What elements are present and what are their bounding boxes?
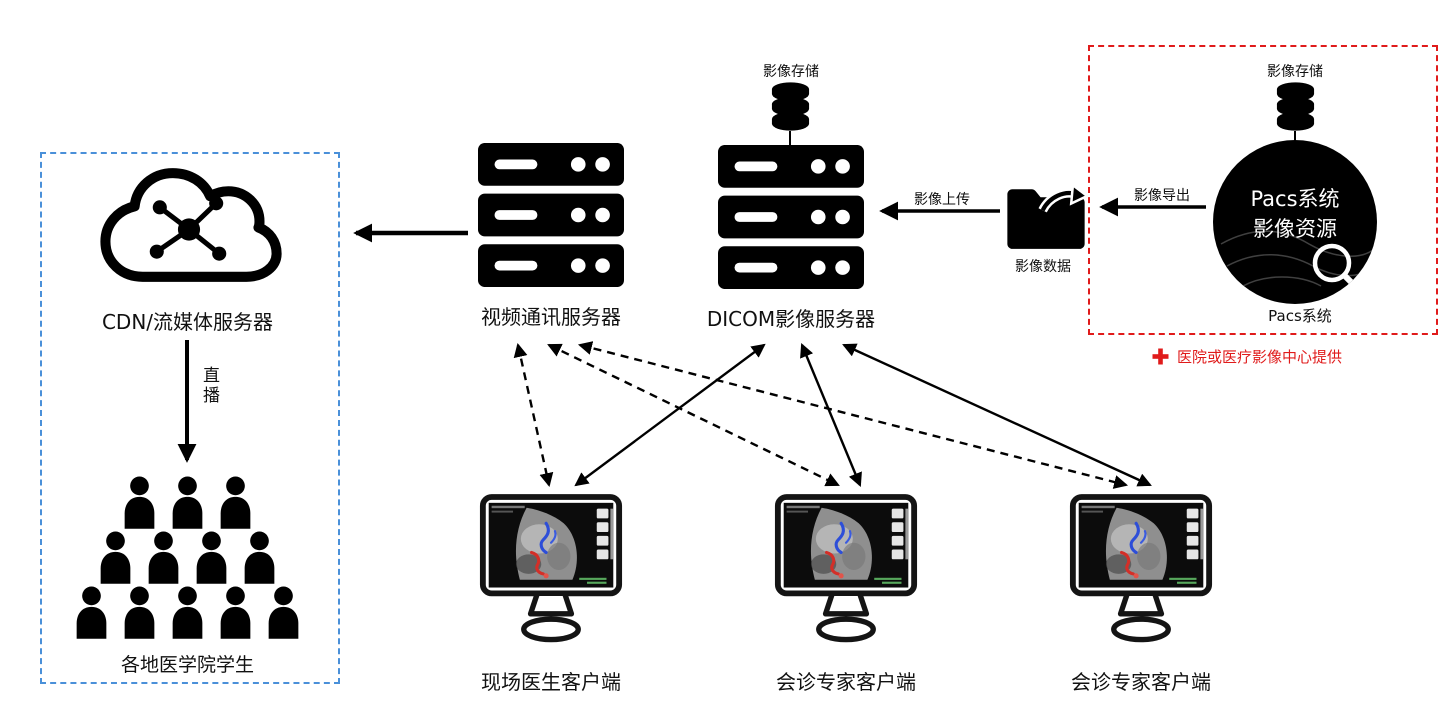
dicom-server-icon (718, 143, 864, 291)
pacs-note-text: 医院或医疗影像中心提供 (1177, 348, 1343, 366)
magnifier-icon (1312, 243, 1362, 293)
pacs-note: 医院或医疗影像中心提供 (1152, 346, 1342, 367)
pacs-storage-label: 影像存储 (1267, 64, 1323, 80)
dicom-server-label: DICOM影像服务器 (706, 307, 876, 331)
client-monitor-icon-2 (773, 492, 919, 648)
export-arrow-label: 影像导出 (1134, 188, 1190, 204)
students-crowd-icon (76, 476, 299, 639)
pacs-circle-subtitle: 影像资源 (1253, 217, 1337, 241)
client-label-1: 现场医生客户端 (481, 670, 621, 694)
students-label: 各地医学院学生 (120, 654, 254, 676)
dicom-storage-label: 影像存储 (763, 64, 819, 80)
client-monitor-icon-1 (478, 492, 624, 648)
client-label-2: 会诊专家客户端 (776, 670, 916, 694)
dicom-storage-icon (768, 80, 813, 132)
client-monitor-icon-3 (1068, 492, 1214, 648)
video-server-icon (478, 141, 624, 289)
image-data-folder-icon (1007, 182, 1088, 249)
pacs-system-circle: Pacs系统 影像资源 (1213, 140, 1377, 304)
pacs-circle-title: Pacs系统 (1250, 187, 1340, 211)
pacs-caption: Pacs系统 (1268, 307, 1332, 325)
plus-icon (1152, 348, 1169, 365)
upload-arrow-label: 影像上传 (914, 192, 970, 208)
cdn-cloud-icon (100, 168, 282, 282)
client-label-3: 会诊专家客户端 (1071, 670, 1211, 694)
pacs-storage-icon (1273, 80, 1318, 132)
image-data-label: 影像数据 (1015, 259, 1071, 275)
cdn-group-box (40, 152, 340, 684)
cdn-label: CDN/流媒体服务器 (101, 310, 274, 334)
pacs-group-box (1088, 45, 1438, 335)
live-label: 直播 (199, 366, 219, 406)
video-server-label: 视频通讯服务器 (481, 305, 621, 329)
pacs-contour-lines (1220, 230, 1374, 287)
